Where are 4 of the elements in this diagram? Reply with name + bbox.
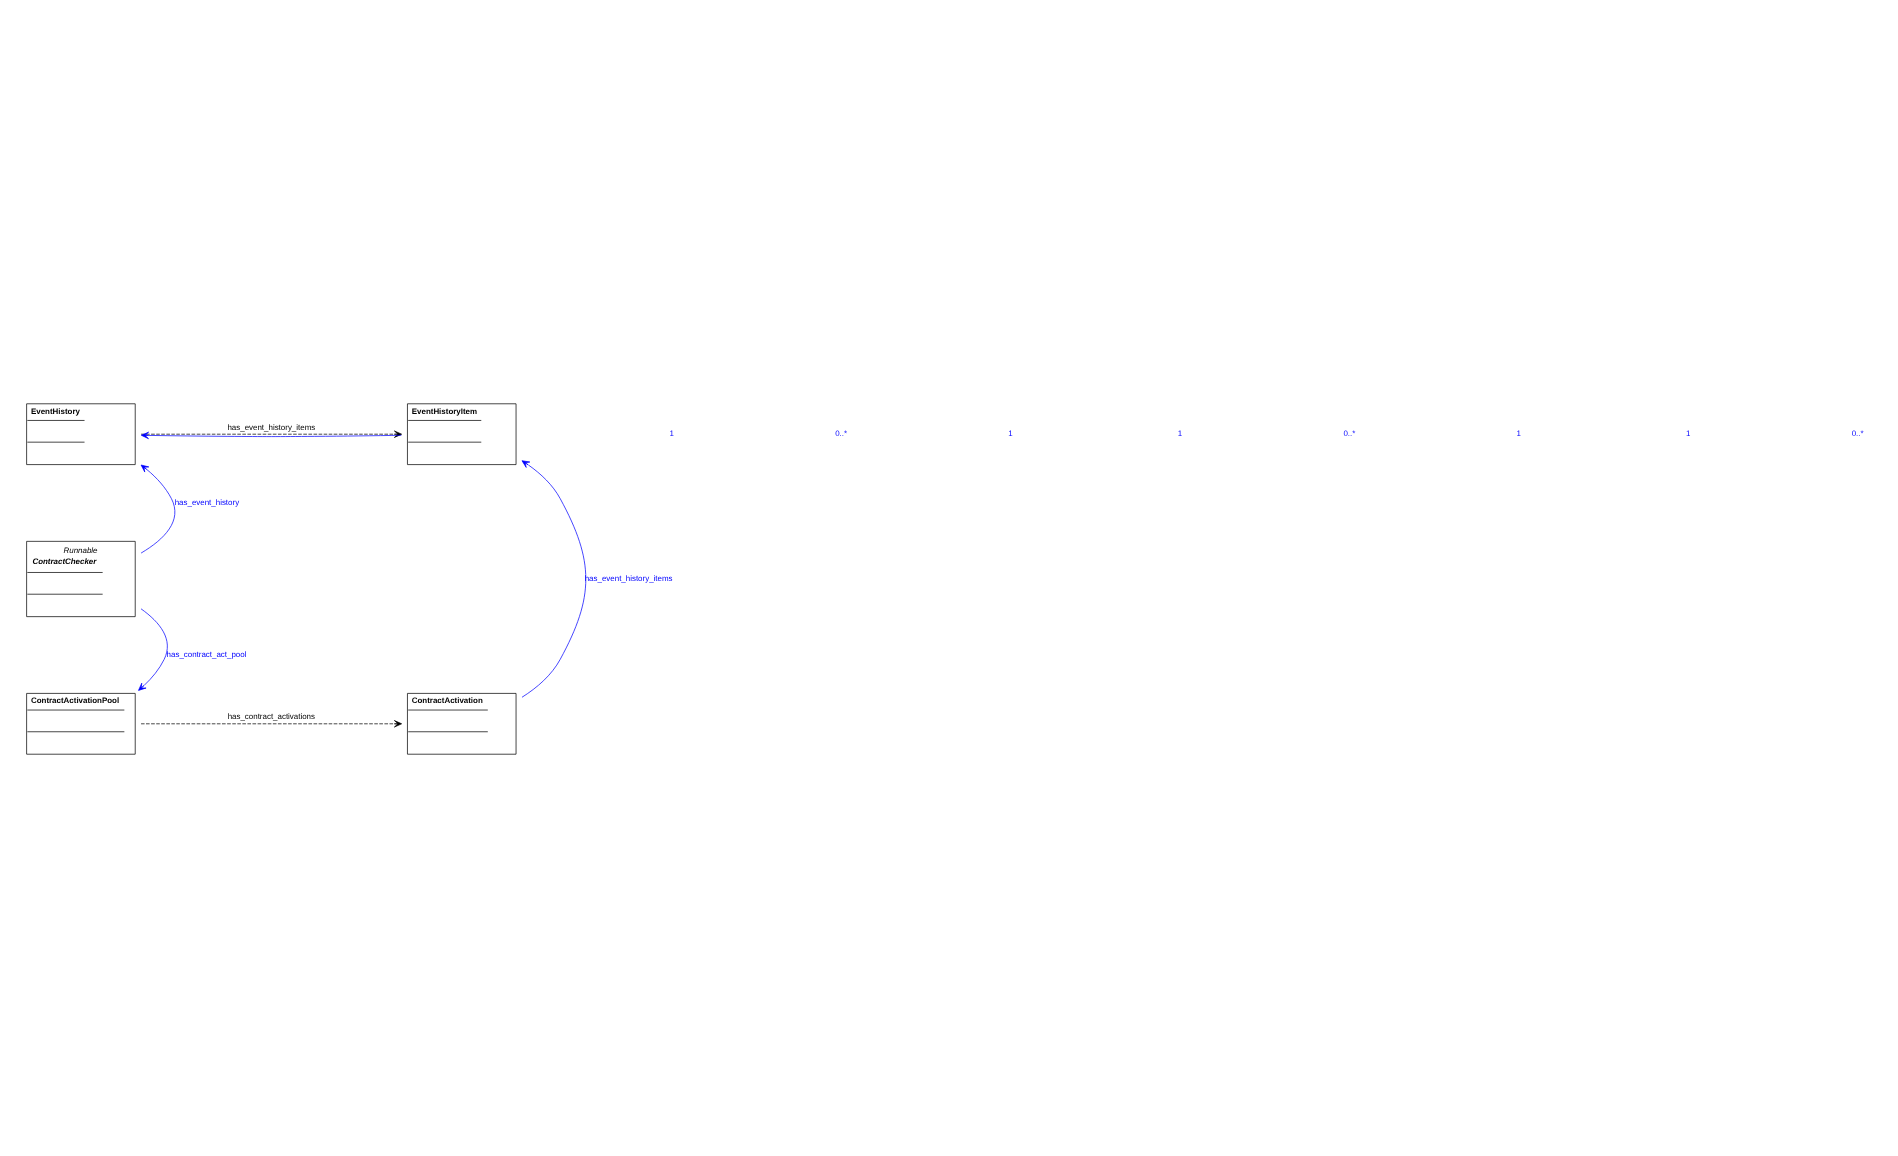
arrow — [521, 459, 587, 697]
arrow — [140, 463, 176, 553]
arrow — [140, 719, 402, 727]
arrow — [138, 607, 168, 690]
